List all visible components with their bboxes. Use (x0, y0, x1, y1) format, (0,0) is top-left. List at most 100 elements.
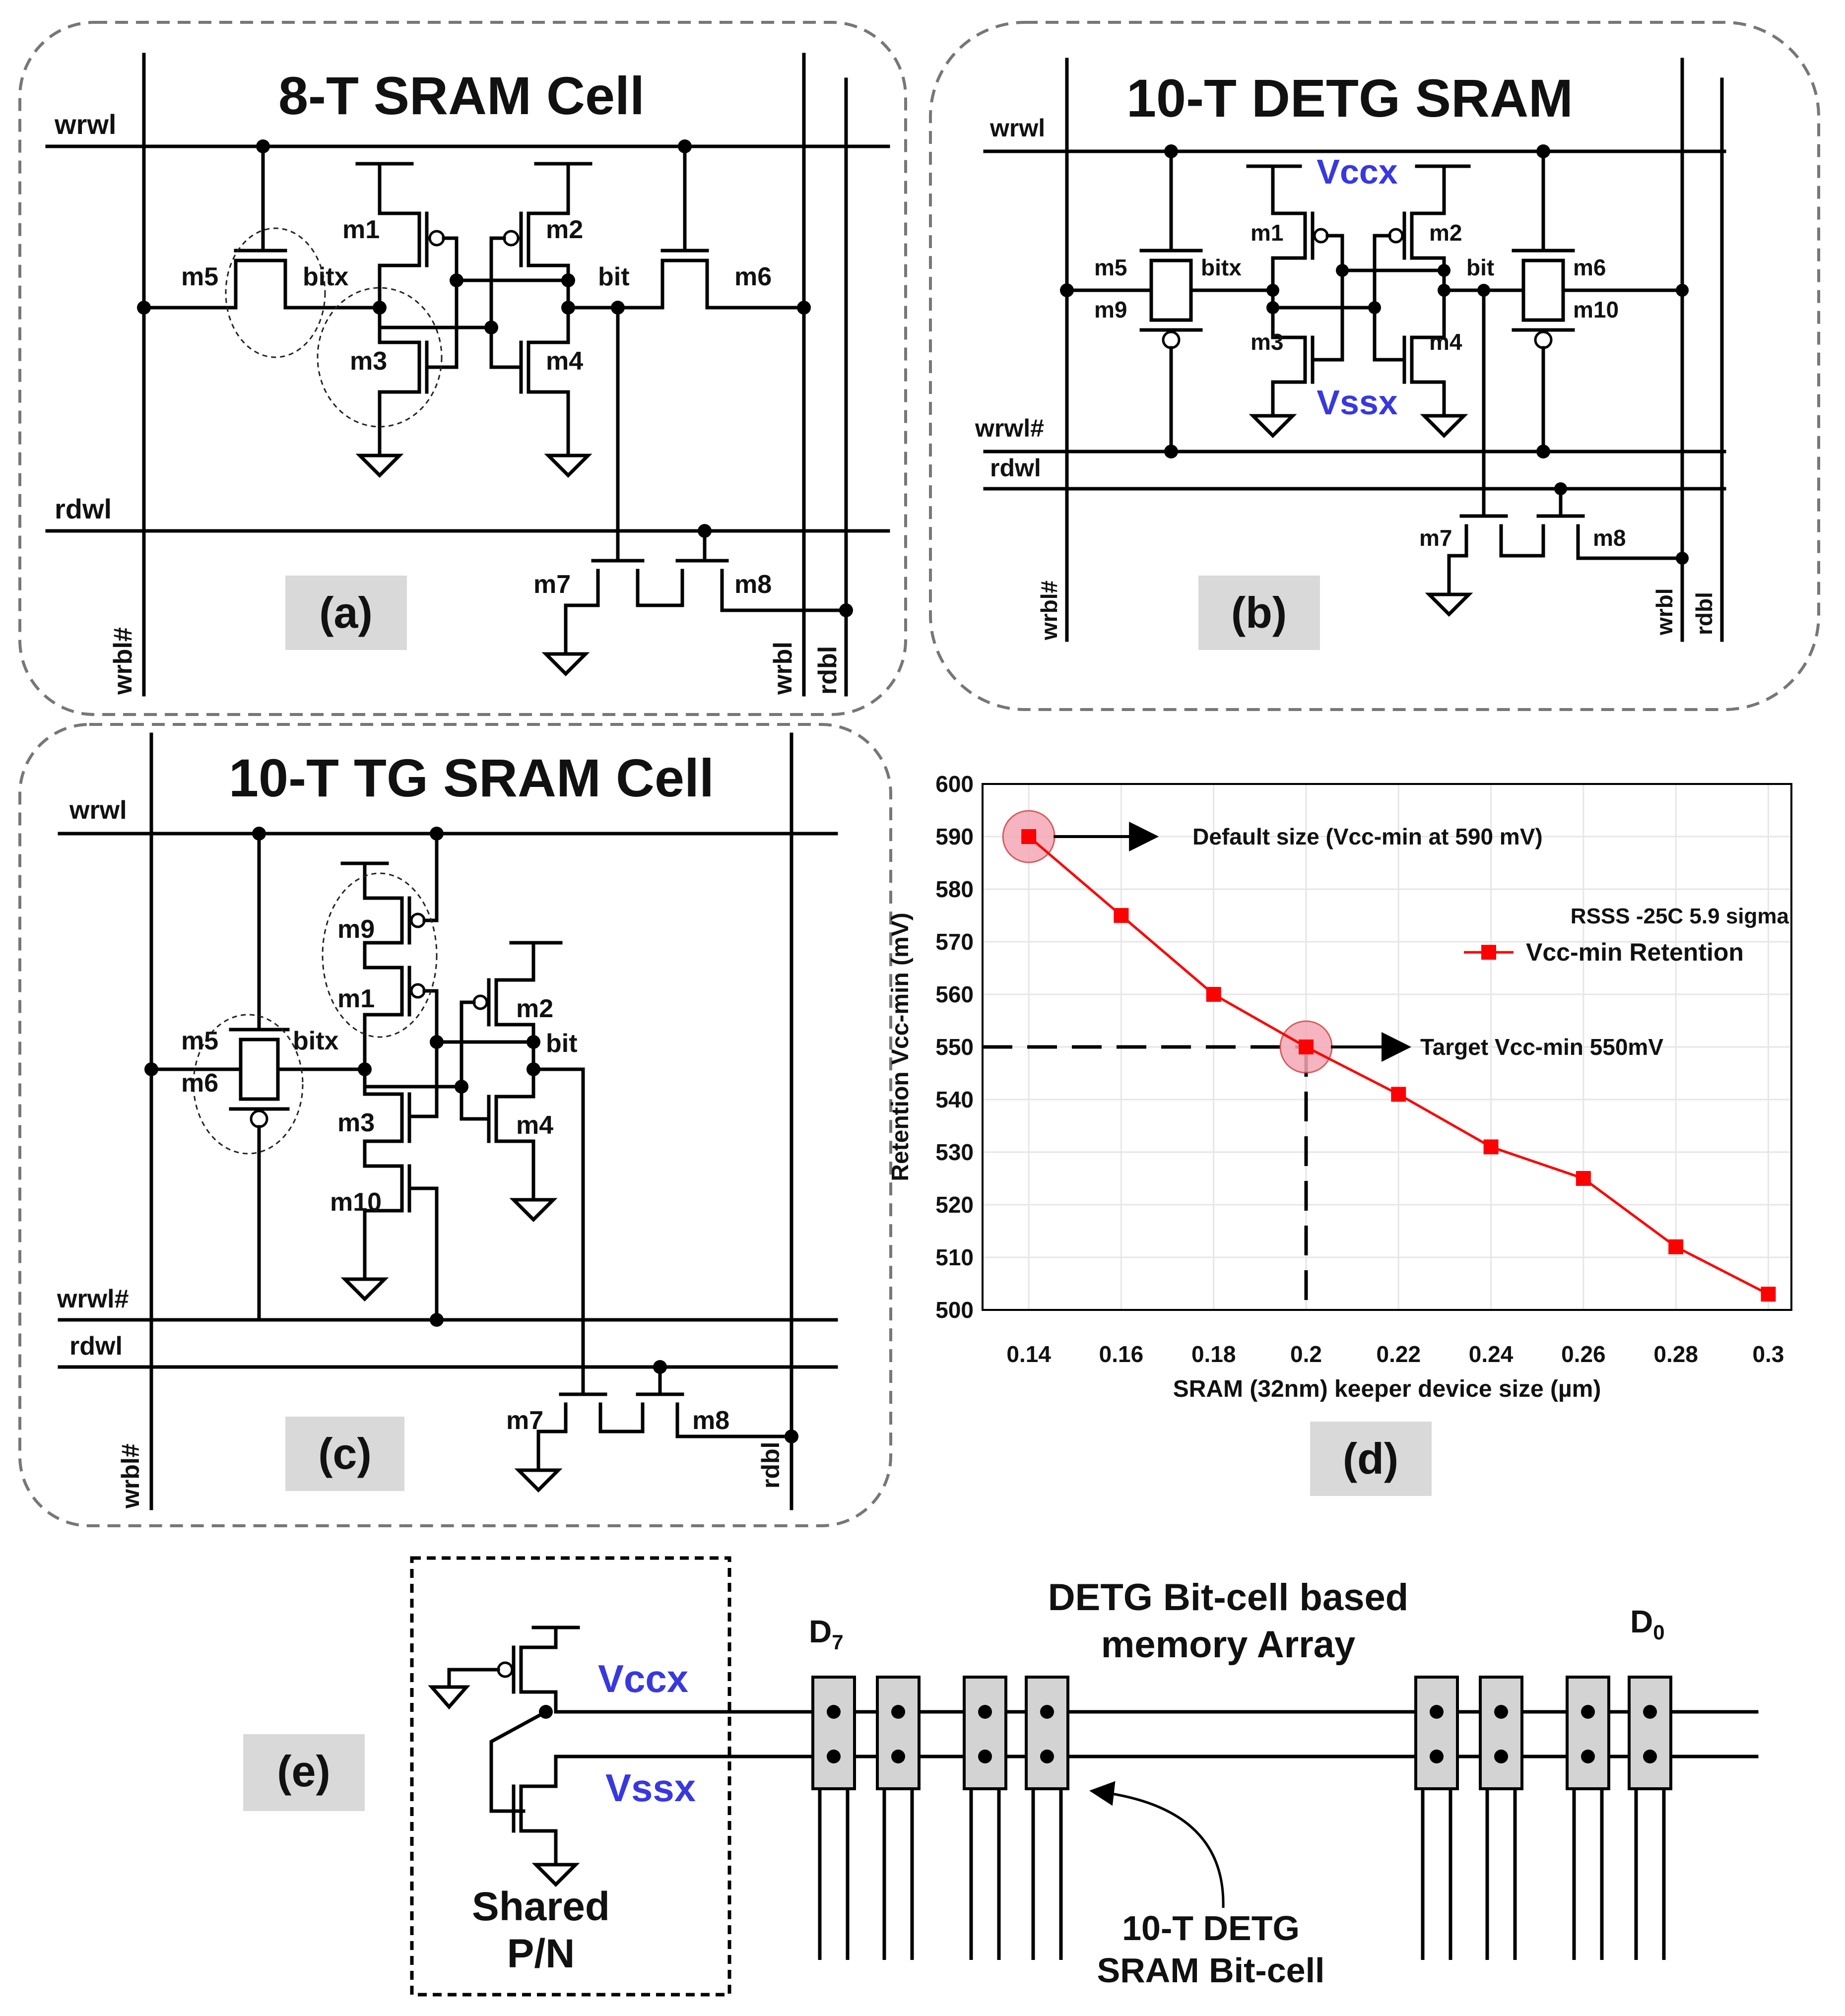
y-tick-label: 500 (935, 1297, 974, 1323)
shared-pmos (519, 1626, 580, 1714)
shared-nmos (519, 1755, 731, 1858)
label-bitx: bitx (1201, 255, 1242, 280)
vccx-tap (1494, 1705, 1508, 1719)
label-m8: m8 (1593, 525, 1626, 551)
data-point (1021, 829, 1037, 844)
x-tick-label: 0.3 (1752, 1341, 1784, 1367)
vccx-tap (978, 1705, 992, 1719)
panel-b-title: 10-T DETG SRAM (1126, 68, 1573, 128)
label-vssx: Vssx (1317, 383, 1398, 422)
label-wrbl: wrbl (769, 642, 797, 695)
panel-a-border (18, 21, 907, 716)
label-rdbl: rdbl (813, 646, 842, 695)
x-axis-label: SRAM (32nm) keeper device size (µm) (1173, 1376, 1601, 1402)
label-m4: m4 (546, 347, 583, 376)
vssx-tap (1643, 1750, 1657, 1763)
x-tick-label: 0.26 (1561, 1341, 1606, 1367)
y-tick-label: 520 (935, 1192, 974, 1218)
x-tick-label: 0.16 (1099, 1341, 1144, 1367)
vssx-tap (978, 1750, 992, 1763)
label-wrwl-bar: wrwl# (975, 414, 1044, 442)
bitcell (963, 1676, 1007, 1790)
label-shared: Shared (472, 1884, 610, 1929)
tg-m5-m9 (1149, 259, 1193, 322)
label-m2: m2 (546, 215, 583, 244)
label-vccx: Vccx (1317, 152, 1398, 191)
panel-d-label: (d) (1343, 1434, 1398, 1483)
label-bit: bit (546, 1029, 578, 1058)
label-m3: m3 (1251, 329, 1283, 355)
panel-e-label-box (243, 1734, 365, 1811)
label-m4: m4 (1429, 329, 1462, 355)
panel-c-label: (c) (318, 1429, 372, 1478)
label-wrbl-bar: wrbl# (117, 1443, 144, 1509)
label-bit: bit (1466, 255, 1494, 280)
bitcell (1479, 1676, 1523, 1790)
x-tick-label: 0.22 (1377, 1341, 1421, 1367)
vccx-tap (1643, 1705, 1657, 1719)
data-point (1391, 1087, 1406, 1102)
panel-b-label: (b) (1231, 588, 1287, 637)
data-point (1576, 1171, 1591, 1186)
annotation-default: Default size (Vcc-min at 590 mV) (1192, 824, 1543, 849)
label-m2: m2 (1429, 220, 1462, 246)
m7-transistor (564, 306, 645, 647)
label-bitx: bitx (303, 262, 349, 291)
array-title-line1: DETG Bit-cell based (1048, 1576, 1408, 1619)
label-m7: m7 (1419, 525, 1452, 551)
x-tick-label: 0.18 (1191, 1341, 1236, 1367)
m7-transistor (536, 1318, 607, 1463)
label-bit: bit (598, 262, 630, 291)
highlight-m5 (225, 227, 326, 358)
label-m3: m3 (350, 347, 387, 376)
y-tick-label: 570 (935, 929, 974, 955)
label-wrwl-bar: wrwl# (57, 1285, 129, 1313)
data-point (1761, 1287, 1776, 1302)
vccx-tap (1430, 1705, 1444, 1719)
label-wrbl: wrbl (1651, 588, 1677, 636)
vssx-tap (827, 1750, 841, 1763)
cell-pointer-arrow (1089, 1781, 1225, 1908)
data-point (1114, 908, 1129, 923)
label-m10: m10 (330, 1188, 382, 1217)
label-rdbl: rdbl (1691, 592, 1717, 635)
cell-label-line1: 10-T DETG (1122, 1909, 1300, 1948)
label-wrbl-bar: wrbl# (1036, 581, 1062, 641)
label-m1: m1 (1251, 220, 1283, 246)
panel-c-title: 10-T TG SRAM Cell (229, 748, 714, 808)
bitcell (811, 1676, 856, 1790)
y-tick-label: 590 (935, 824, 974, 849)
label-wrbl-bar: wrbl# (109, 627, 137, 695)
label-m7: m7 (533, 570, 571, 599)
vccx-tap (891, 1705, 905, 1719)
data-point (1668, 1239, 1684, 1254)
panel-b-border (929, 21, 1820, 711)
left-inverter (355, 162, 421, 449)
label-m5: m5 (1094, 255, 1127, 280)
vssx-tap (1040, 1750, 1054, 1763)
label-m6: m6 (1573, 255, 1606, 280)
panel-a-label-box (285, 576, 407, 650)
tg-m6-m10 (1521, 259, 1565, 322)
gate-wire (489, 1709, 731, 1813)
y-tick-label: 600 (935, 771, 974, 797)
label-vccx: Vccx (598, 1657, 688, 1700)
m5-transistor (142, 259, 382, 310)
legend-marker (1481, 945, 1496, 960)
right-inverter (527, 162, 593, 449)
y-tick-label: 560 (935, 981, 974, 1007)
label-rdwl: rdwl (55, 493, 112, 524)
label-bitx: bitx (293, 1027, 339, 1055)
bitcell (1628, 1676, 1672, 1790)
highlight-m3 (317, 287, 443, 428)
y-tick-label: 540 (935, 1087, 974, 1112)
y-tick-label: 530 (935, 1139, 974, 1165)
panel-a: 8-T SRAM Cell wrwl rdwl wrbl# wrbl rdbl … (18, 21, 907, 716)
label-d0: D0 (1630, 1604, 1665, 1644)
m7-transistor (1447, 288, 1508, 587)
vccx-tap (827, 1705, 841, 1719)
label-m10: m10 (1573, 297, 1619, 323)
data-point (1206, 987, 1221, 1002)
x-tick-label: 0.28 (1653, 1341, 1698, 1367)
